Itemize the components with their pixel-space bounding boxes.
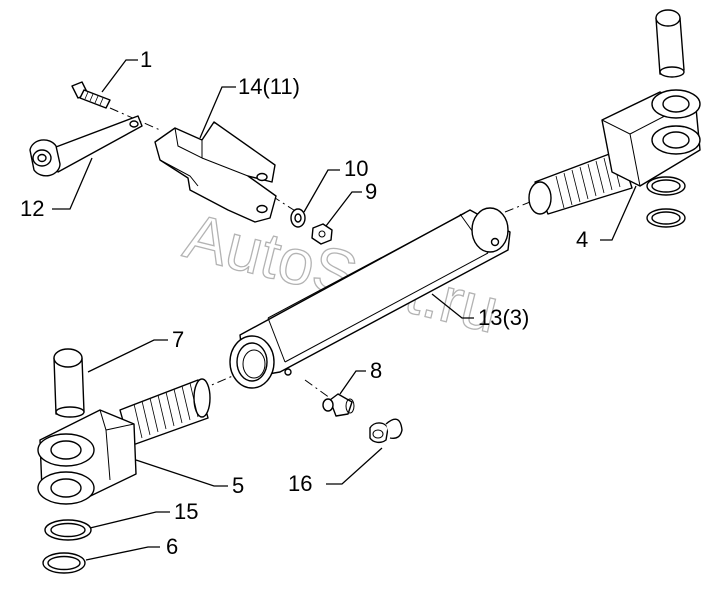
sleeve-tube-part-13 — [229, 207, 511, 389]
grease-fitting-part-8 — [322, 393, 355, 417]
callout-4: 4 — [576, 227, 588, 252]
callout-1: 1 — [140, 47, 152, 72]
lever-part-12 — [29, 115, 143, 177]
bracket-part-14 — [154, 121, 277, 223]
cap-part-16 — [369, 418, 403, 444]
callout-14-11: 14(11) — [238, 74, 300, 99]
ring-part-15 — [44, 519, 92, 541]
yoke-part-4 — [528, 9, 701, 228]
bolt-part-1 — [71, 81, 111, 109]
callout-16: 16 — [288, 471, 312, 496]
callout-13-3: 13(3) — [478, 305, 529, 330]
washer-part-10 — [290, 208, 306, 228]
yoke-part-5 — [37, 378, 211, 505]
callout-8: 8 — [370, 358, 382, 383]
callout-5: 5 — [232, 473, 244, 498]
nut-part-9 — [311, 223, 333, 245]
callout-labels: 1 14(11) 10 9 12 4 13(3) 7 8 5 16 15 6 — [20, 47, 588, 559]
pin-part-7 — [53, 348, 85, 418]
callout-12: 12 — [20, 196, 44, 221]
ring-part-6 — [42, 552, 86, 574]
callout-6: 6 — [166, 534, 178, 559]
callout-15: 15 — [174, 499, 198, 524]
callout-9: 9 — [365, 179, 377, 204]
callout-7: 7 — [172, 327, 184, 352]
callout-10: 10 — [344, 156, 368, 181]
leader-lines — [52, 59, 637, 561]
